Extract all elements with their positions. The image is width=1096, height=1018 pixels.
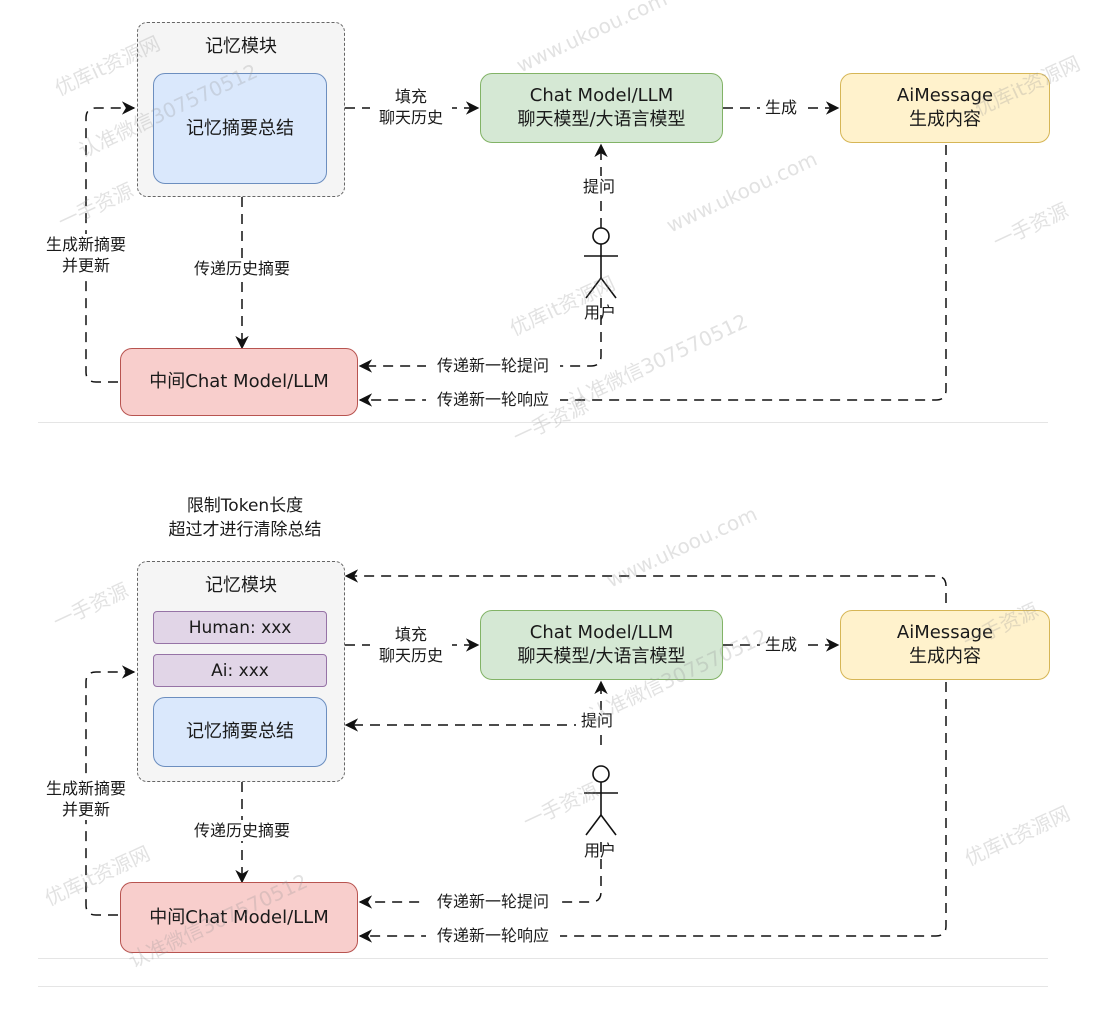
p2-middle-model-box: 中间Chat Model/LLM	[120, 882, 358, 953]
p1-question-arrow	[358, 298, 602, 373]
panel-divider-3	[38, 986, 1048, 987]
p1-middle-model-box: 中间Chat Model/LLM	[120, 348, 358, 416]
p2-ask-label: 提问	[576, 710, 618, 731]
p2-question-arrow	[358, 842, 602, 909]
watermark: 优库it资源网	[970, 51, 1084, 121]
watermark: 优库it资源网	[505, 271, 619, 341]
p2-token-limit-note: 限制Token长度 超过才进行清除总结	[168, 496, 322, 540]
p1-pass-response-label: 传递新一轮响应	[426, 389, 560, 410]
p1-summary-box: 记忆摘要总结	[153, 73, 327, 184]
watermark: 认准微信307570512	[584, 623, 772, 728]
p1-gen-new-summary-label: 生成新摘要 并更新	[36, 234, 136, 276]
p2-pass-question-label: 传递新一轮提问	[426, 891, 560, 912]
watermark: 认准微信307570512	[124, 868, 312, 973]
panel-divider-1	[38, 422, 1048, 423]
watermark: 优库it资源网	[960, 801, 1074, 871]
p2-loop-arrow	[344, 569, 947, 620]
p1-fill-label: 填充 聊天历史	[370, 86, 452, 128]
watermark: www.ukoou.com	[662, 146, 821, 238]
watermark: 认准微信307570512	[564, 308, 752, 413]
p2-ai-item: Ai: xxx	[153, 654, 327, 687]
p1-memory-module-title: 记忆模块	[205, 36, 277, 57]
watermark: 一手资源	[519, 778, 602, 834]
watermark: 一手资源	[49, 578, 132, 634]
p1-ai-message-box: AiMessage 生成内容	[840, 73, 1050, 143]
p1-pass-question-label: 传递新一轮提问	[426, 355, 560, 376]
p2-fill-label: 填充 聊天历史	[370, 624, 452, 666]
p2-gen-new-summary-label: 生成新摘要 并更新	[36, 778, 136, 820]
p2-update-arrow	[85, 665, 136, 916]
p2-user-figure	[584, 765, 618, 836]
watermark: 一手资源	[509, 393, 592, 449]
p2-generate-label: 生成	[760, 634, 802, 655]
p2-memory-module-title: 记忆模块	[205, 575, 277, 596]
watermark: 一手资源	[959, 598, 1042, 654]
p2-summary-box: 记忆摘要总结	[153, 697, 327, 767]
watermark: 一手资源	[54, 178, 137, 234]
panel-divider-2	[38, 958, 1048, 959]
p2-response-arrow	[358, 682, 947, 943]
user-figures	[584, 227, 618, 836]
p1-user-label: 用户	[583, 303, 616, 322]
p1-chat-model-box: Chat Model/LLM 聊天模型/大语言模型	[480, 73, 723, 143]
watermark: www.ukoou.com	[512, 0, 671, 78]
p1-update-arrow	[85, 101, 136, 383]
watermark: 认准微信307570512	[74, 58, 262, 163]
p1-generate-label: 生成	[760, 97, 802, 118]
p2-ai-message-box: AiMessage 生成内容	[840, 610, 1050, 680]
p1-pass-summary-label: 传递历史摘要	[182, 258, 302, 279]
p1-response-arrow	[358, 145, 947, 407]
p2-user-label: 用户	[583, 841, 616, 860]
watermark: 优库it资源网	[40, 841, 154, 911]
p2-human-item: Human: xxx	[153, 611, 327, 644]
p2-pass-summary-label: 传递历史摘要	[182, 820, 302, 841]
watermark: 优库it资源网	[50, 31, 164, 101]
watermark: 一手资源	[989, 198, 1072, 254]
p1-ask-label: 提问	[578, 176, 620, 197]
p2-chat-model-box: Chat Model/LLM 聊天模型/大语言模型	[480, 610, 723, 680]
p1-user-figure	[584, 227, 618, 299]
watermark: www.ukoou.com	[602, 501, 761, 593]
p2-pass-response-label: 传递新一轮响应	[426, 925, 560, 946]
